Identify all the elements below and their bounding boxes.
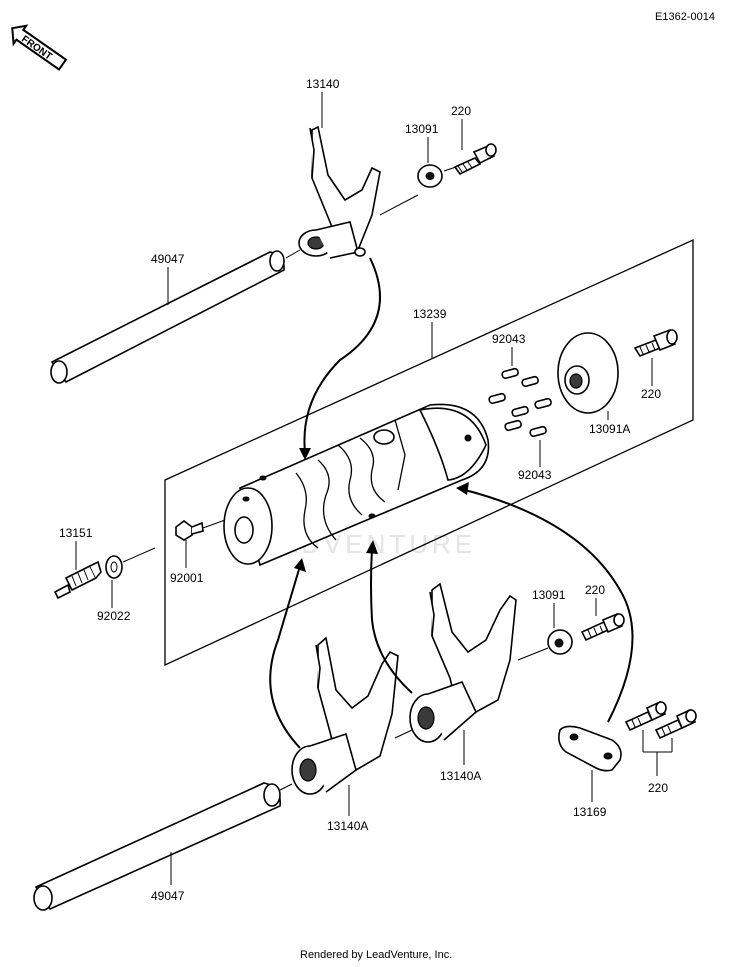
upper-bolt — [453, 143, 497, 176]
label-upper-bolt: 220 — [451, 104, 471, 118]
neutral-switch — [53, 560, 102, 600]
label-switch-bolt: 92001 — [170, 571, 204, 585]
label-lower-washer: 13091 — [532, 588, 566, 602]
label-lower-left-fork: 13140A — [327, 819, 368, 833]
upper-shaft — [50, 250, 285, 384]
holder-bolt — [633, 328, 678, 357]
lower-bolt — [580, 612, 625, 642]
switch-washer — [105, 555, 123, 579]
lower-plate — [558, 725, 622, 772]
lower-shaft — [33, 782, 281, 911]
label-lower-bolt: 220 — [585, 583, 605, 597]
label-upper-washer: 13091 — [405, 122, 439, 136]
switch-bolt — [175, 520, 204, 541]
label-lower-shaft: 49047 — [151, 889, 185, 903]
upper-shift-fork — [298, 125, 381, 259]
label-lower-right-fork: 13140A — [440, 769, 481, 783]
lower-washer — [547, 629, 573, 655]
lower-left-shift-fork — [291, 636, 399, 795]
label-holder-bolt: 220 — [641, 387, 661, 401]
upper-washer — [417, 164, 443, 188]
lower-right-shift-fork — [409, 582, 517, 743]
label-upper-fork: 13140 — [306, 77, 340, 91]
label-pins-top: 92043 — [492, 332, 526, 346]
label-lower-bolts: 220 — [648, 781, 668, 795]
lower-bolt-pair — [624, 700, 697, 740]
drum-assembly-panel — [164, 238, 694, 667]
footer-credit: Rendered by LeadVenture, Inc. — [300, 949, 452, 961]
label-lower-plate: 13169 — [573, 805, 607, 819]
label-holder-plate: 13091A — [589, 422, 630, 436]
label-drum-assembly: 13239 — [413, 307, 447, 321]
drum-holder-plate — [557, 332, 619, 414]
label-upper-shaft: 49047 — [151, 252, 185, 266]
label-switch-washer: 92022 — [97, 609, 131, 623]
shift-drum — [223, 403, 490, 567]
dowel-pins — [488, 367, 552, 438]
front-arrow-badge: FRONT — [11, 24, 68, 71]
label-switch: 13151 — [59, 526, 93, 540]
diagram-code: E1362-0014 — [655, 11, 715, 23]
label-pins-bottom: 92043 — [518, 468, 552, 482]
